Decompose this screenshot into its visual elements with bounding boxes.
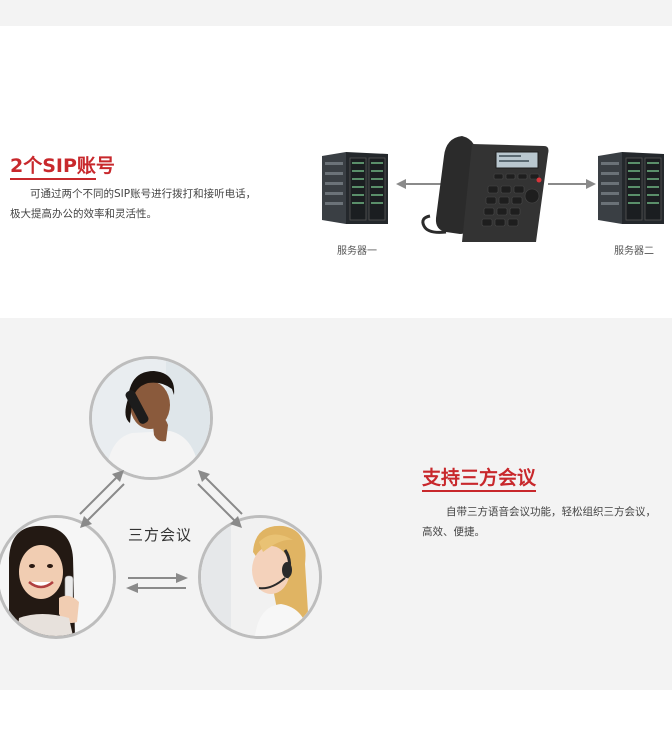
- bottom-band: [0, 690, 672, 740]
- photo-woman-with-headset: [198, 515, 322, 639]
- conference-center-label: 三方会议: [128, 526, 193, 544]
- conference-description-line1: 自带三方语音会议功能，轻松组织三方会议，: [446, 506, 656, 518]
- top-band: [0, 0, 672, 26]
- arrow-right-icon: [548, 179, 596, 189]
- server-one-label: 服务器一: [337, 246, 377, 257]
- arrow-left-icon: [396, 179, 444, 189]
- conference-description-line2: 高效、便捷。: [422, 526, 485, 538]
- photo-smiling-woman: [0, 515, 116, 639]
- conference-title-underline: [422, 490, 536, 492]
- sip-section-title: 2个SIP账号: [10, 155, 115, 177]
- arrow-left-right-icon: [126, 573, 188, 593]
- conference-section-title: 支持三方会议: [422, 467, 537, 489]
- arrow-top-to-right-icon: [197, 470, 243, 528]
- sip-title-underline: [10, 178, 96, 180]
- photo-woman-on-phone: [89, 356, 213, 480]
- server-two-icon: [598, 152, 664, 224]
- arrow-top-to-left-icon: [79, 470, 125, 528]
- sip-description-line1: 可通过两个不同的SIP账号进行拨打和接听电话，: [30, 188, 257, 200]
- ip-phone-icon: [421, 136, 549, 242]
- server-two-label: 服务器二: [614, 246, 654, 257]
- sip-description-line2: 极大提高办公的效率和灵活性。: [10, 208, 157, 220]
- server-one-icon: [322, 152, 388, 224]
